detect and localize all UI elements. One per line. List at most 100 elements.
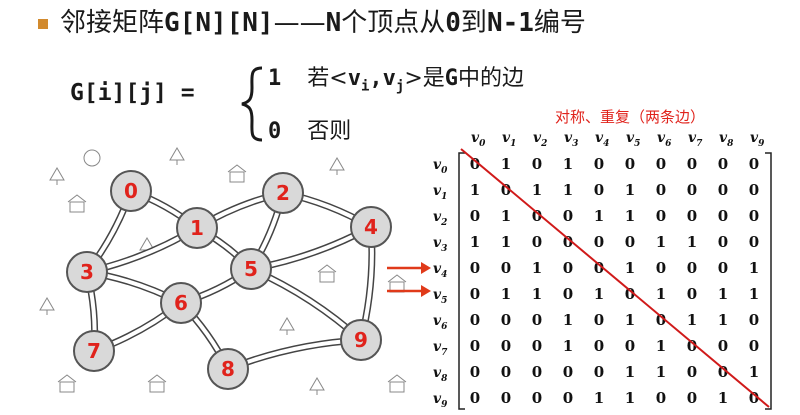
graph-vertex [340, 319, 382, 361]
matrix-cell: 0 [749, 389, 759, 407]
case1-vi: v [347, 66, 361, 91]
matrix-row-label: v0 [433, 157, 448, 176]
matrix-cell: 0 [532, 311, 542, 329]
title-prefix: 邻接矩阵 [60, 8, 165, 38]
tree-icon [329, 157, 345, 171]
formula-lhs: G[i][j] = [70, 80, 195, 106]
matrix-column-label: v6 [657, 130, 672, 149]
matrix-cell: 1 [470, 181, 480, 199]
graph-vertex-label: 6 [174, 291, 188, 315]
tree-icon [279, 317, 295, 331]
matrix-cell: 1 [718, 311, 728, 329]
tree-icon [39, 297, 55, 311]
matrix-cell: 1 [563, 311, 573, 329]
matrix-cell: 0 [625, 233, 635, 251]
matrix-cell: 0 [594, 363, 604, 381]
matrix-cell: 0 [563, 207, 573, 225]
graph-vertex-label: 1 [190, 216, 204, 240]
matrix-cell: 1 [718, 285, 728, 303]
matrix-column-label: v9 [750, 130, 765, 149]
house-roof [317, 264, 337, 273]
matrix-column-label: v7 [688, 130, 703, 149]
matrix-cell: 0 [470, 389, 480, 407]
matrix-column-label: v3 [564, 130, 578, 149]
case1-g: G [444, 66, 458, 91]
matrix-cell: 1 [687, 311, 697, 329]
matrix-cell: 0 [563, 363, 573, 381]
case1-post: >是 [404, 66, 445, 91]
matrix-cell: 0 [501, 259, 511, 277]
matrix-cell: 0 [749, 181, 759, 199]
matrix-cell: 0 [687, 207, 697, 225]
case1-vj: v [382, 66, 396, 91]
matrix-column-label: v8 [719, 130, 734, 149]
matrix-cell: 1 [656, 363, 666, 381]
matrix-cell: 0 [656, 155, 666, 173]
graph-vertex [160, 282, 202, 324]
matrix-cell: 0 [532, 389, 542, 407]
matrix-column-label: v4 [595, 130, 609, 149]
matrix-cell: 0 [563, 233, 573, 251]
matrix-cell: 0 [749, 337, 759, 355]
house-roof [57, 374, 77, 383]
title-to: 到 [460, 8, 487, 38]
matrix-row-label: v8 [433, 365, 448, 384]
matrix-row-label: v4 [433, 261, 447, 280]
matrix-cell: 1 [532, 181, 542, 199]
tree-icon [309, 377, 325, 391]
house-roof [387, 374, 407, 383]
graph-vertex-label: 7 [87, 339, 101, 363]
matrix-cell: 0 [718, 207, 728, 225]
title-suffix: 编号 [533, 8, 586, 38]
graph-vertex [207, 348, 249, 390]
matrix-cell: 1 [656, 337, 666, 355]
matrix-cell: 0 [749, 155, 759, 173]
map-decorations [39, 147, 407, 395]
matrix-cell: 0 [501, 337, 511, 355]
matrix-cell: 0 [594, 259, 604, 277]
matrix-cell: 0 [687, 389, 697, 407]
matrix-row-label: v7 [433, 339, 448, 358]
matrix-cell: 0 [718, 181, 728, 199]
matrix-cell: 0 [563, 389, 573, 407]
matrix-cell: 0 [687, 363, 697, 381]
matrix-left-bracket [458, 152, 465, 410]
matrix-row-label: v3 [433, 235, 447, 254]
matrix-cell: 1 [594, 285, 604, 303]
matrix-cell: 1 [625, 389, 635, 407]
matrix-cell: 0 [656, 181, 666, 199]
house-icon [69, 201, 85, 213]
matrix-column-label: v1 [502, 130, 516, 149]
matrix-row-label: v9 [433, 391, 448, 410]
matrix-cell: 0 [749, 311, 759, 329]
matrix-diagonal-line [460, 148, 770, 408]
matrix-cell: 1 [594, 207, 604, 225]
page-title: 邻接矩阵G[N][N]——N个顶点从0到N-1编号 [60, 4, 586, 42]
house-roof [147, 374, 167, 383]
graph-vertex-label: 5 [244, 257, 258, 281]
matrix-cell: 1 [718, 389, 728, 407]
matrix-cell: 0 [718, 233, 728, 251]
matrix-column-label: v2 [533, 130, 547, 149]
matrix-cell: 0 [625, 337, 635, 355]
matrix-cell: 0 [656, 207, 666, 225]
sun-icon [83, 149, 101, 167]
matrix-cell: 0 [718, 155, 728, 173]
house-icon [229, 171, 245, 183]
case1-pre: 若< [307, 66, 348, 91]
graph-vertex [73, 330, 115, 372]
graph-edges [83, 187, 376, 373]
matrix-row-label: v2 [433, 209, 447, 228]
matrix-cell: 1 [687, 233, 697, 251]
graph-vertex-label: 4 [364, 215, 378, 239]
matrix-cell: 0 [656, 311, 666, 329]
matrix-cell: 1 [625, 181, 635, 199]
matrix-cell: 1 [625, 259, 635, 277]
matrix-cell: 1 [594, 389, 604, 407]
matrix-cell: 0 [594, 181, 604, 199]
